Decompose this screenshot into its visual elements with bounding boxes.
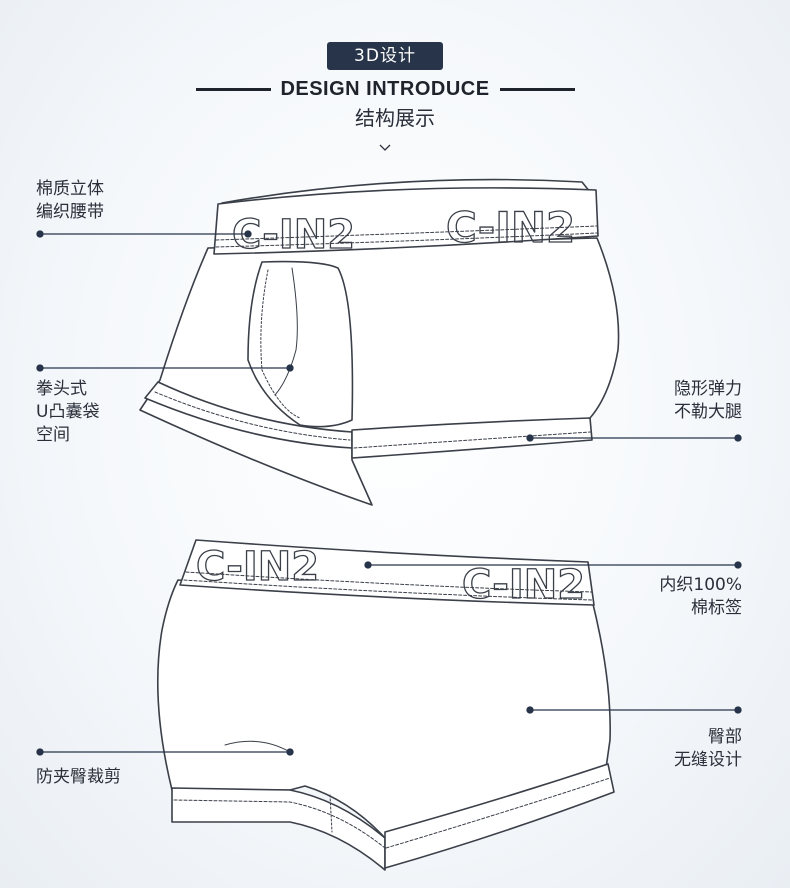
- callout-waistband: 棉质立体 编织腰带: [36, 179, 104, 222]
- callout-label: 内织100% 棉标签: [659, 575, 742, 618]
- chevron-down-icon: [379, 144, 391, 151]
- callout-seat: 臀部 无缝设计: [674, 727, 742, 770]
- title-divider-left: [196, 88, 271, 91]
- callout-leg: 隐形弹力 不勒大腿: [674, 379, 742, 422]
- front-logo-left: C-IN2: [232, 212, 355, 258]
- title-divider-right: [500, 88, 575, 91]
- callout-pouch: 拳头式 U凸囊袋 空间: [36, 379, 100, 445]
- front-logo-right: C-IN2: [446, 203, 575, 252]
- callout-crotch: 防夹臀裁剪: [36, 767, 121, 787]
- section-subtitle: 结构展示: [355, 106, 435, 130]
- section-title: DESIGN INTRODUCE: [280, 78, 490, 100]
- section-title-row: DESIGN INTRODUCE: [0, 76, 790, 102]
- front-view-drawing: [139, 178, 620, 506]
- back-view-drawing: [156, 539, 615, 871]
- section-badge: 3D设计: [327, 42, 443, 70]
- back-logo-right: C-IN2: [462, 562, 585, 608]
- back-logo-left: C-IN2: [196, 544, 319, 590]
